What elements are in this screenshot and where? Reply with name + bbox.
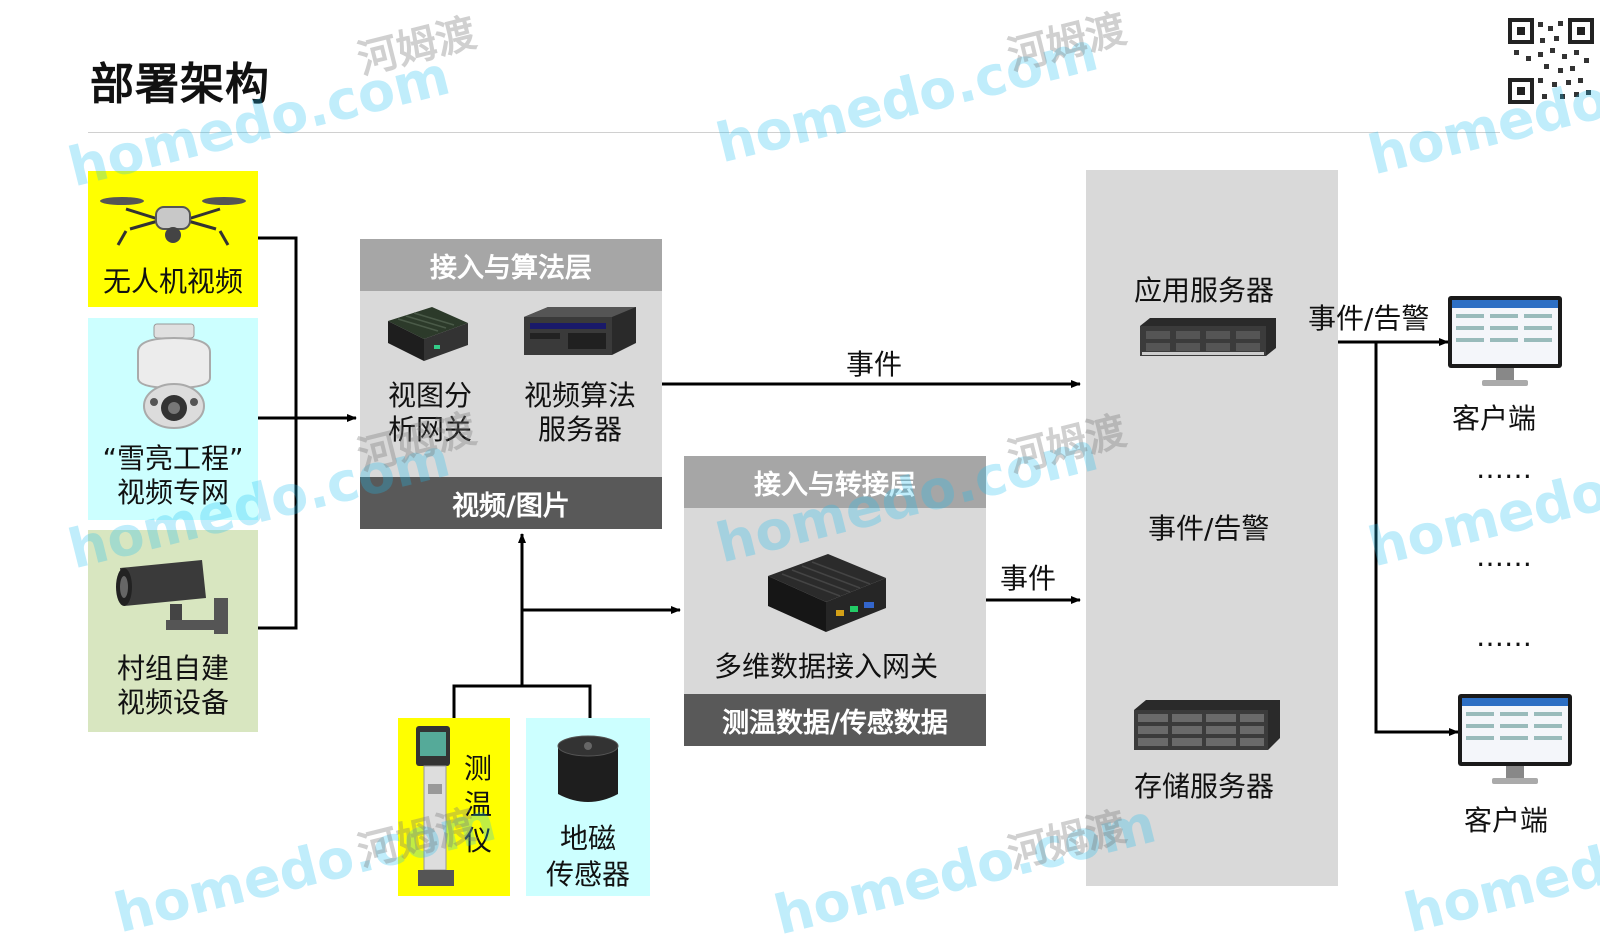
multi-data-gateway-label: 多维数据接入网关: [714, 650, 939, 683]
geomagnetic-label-line2: 传感器: [545, 858, 630, 891]
source-geomagnetic-sensor: 地磁 传感器: [526, 718, 650, 896]
village-label-line1: 村组自建: [116, 652, 229, 685]
drone-video-label: 无人机视频: [102, 265, 243, 298]
access-layer-header: 接入与转接层: [684, 456, 986, 508]
diagram-canvas: 部署架构: [62, 6, 1600, 947]
geomagnetic-label-line1: 地磁: [559, 822, 616, 855]
client-monitor-bottom-icon: [1458, 694, 1572, 784]
source-snow-project: “雪亮工程” 视频专网: [88, 318, 258, 520]
app-server-label: 应用服务器: [1134, 274, 1275, 307]
edge-label-event-alarm-right: 事件/告警: [1308, 302, 1430, 335]
edge-label-event-top: 事件: [846, 348, 903, 381]
page-title: 部署架构: [90, 59, 270, 110]
algo-server-label-line2: 服务器: [538, 413, 623, 446]
algo-layer-footer: 视频/图片: [360, 477, 662, 529]
app-server-icon: [1140, 318, 1276, 356]
event-alarm-vertical-label: 事件/告警: [1148, 512, 1270, 545]
client-bottom-label: 客户端: [1464, 804, 1549, 837]
analysis-gateway-label-line2: 析网关: [388, 413, 473, 446]
qr-code-icon: [1508, 18, 1594, 104]
client-top-label: 客户端: [1452, 402, 1537, 435]
thermometer-label-1: 测: [464, 752, 493, 785]
client-monitor-top-icon: [1448, 296, 1562, 386]
snow-project-label-line1: “雪亮工程”: [102, 442, 244, 475]
snow-project-label-line2: 视频专网: [116, 476, 229, 509]
edge-label-event-mid: 事件: [1000, 562, 1057, 595]
drone-icon: [100, 197, 246, 246]
server-panel: [1086, 170, 1338, 886]
thermometer-kiosk-icon: [416, 726, 454, 886]
source-thermometer: 测 温 仪: [398, 718, 510, 896]
access-algorithm-layer: 接入与算法层 视图分 析网关 视频算法 服务器 视频/图片: [360, 239, 662, 529]
analysis-gateway-label-line1: 视图分: [388, 379, 473, 412]
client-dots-3: ……: [1476, 620, 1532, 653]
access-transfer-layer: 接入与转接层 多维数据接入网关 测温数据/传感数据: [684, 456, 986, 746]
storage-server-icon: [1134, 700, 1280, 750]
ptz-camera-icon: [137, 323, 211, 429]
client-dots-2: ……: [1476, 540, 1532, 573]
geomagnetic-sensor-icon: [557, 735, 619, 802]
storage-server-label: 存储服务器: [1134, 770, 1275, 803]
analysis-gateway-icon: [388, 307, 468, 361]
multi-data-gateway-icon: [768, 554, 886, 632]
village-label-line2: 视频设备: [116, 686, 229, 719]
access-layer-footer: 测温数据/传感数据: [684, 694, 986, 746]
algo-server-label-line1: 视频算法: [524, 379, 637, 412]
bullet-camera-icon: [116, 560, 228, 634]
algo-layer-header: 接入与算法层: [360, 239, 662, 291]
title-divider: [88, 132, 1500, 133]
source-drone-video: 无人机视频: [88, 171, 258, 307]
thermometer-label-2: 温: [464, 788, 493, 821]
thermometer-label-3: 仪: [464, 824, 493, 857]
client-dots-1: ……: [1476, 452, 1532, 485]
rack-server-icon: [524, 307, 636, 355]
source-village-devices: 村组自建 视频设备: [88, 530, 258, 732]
